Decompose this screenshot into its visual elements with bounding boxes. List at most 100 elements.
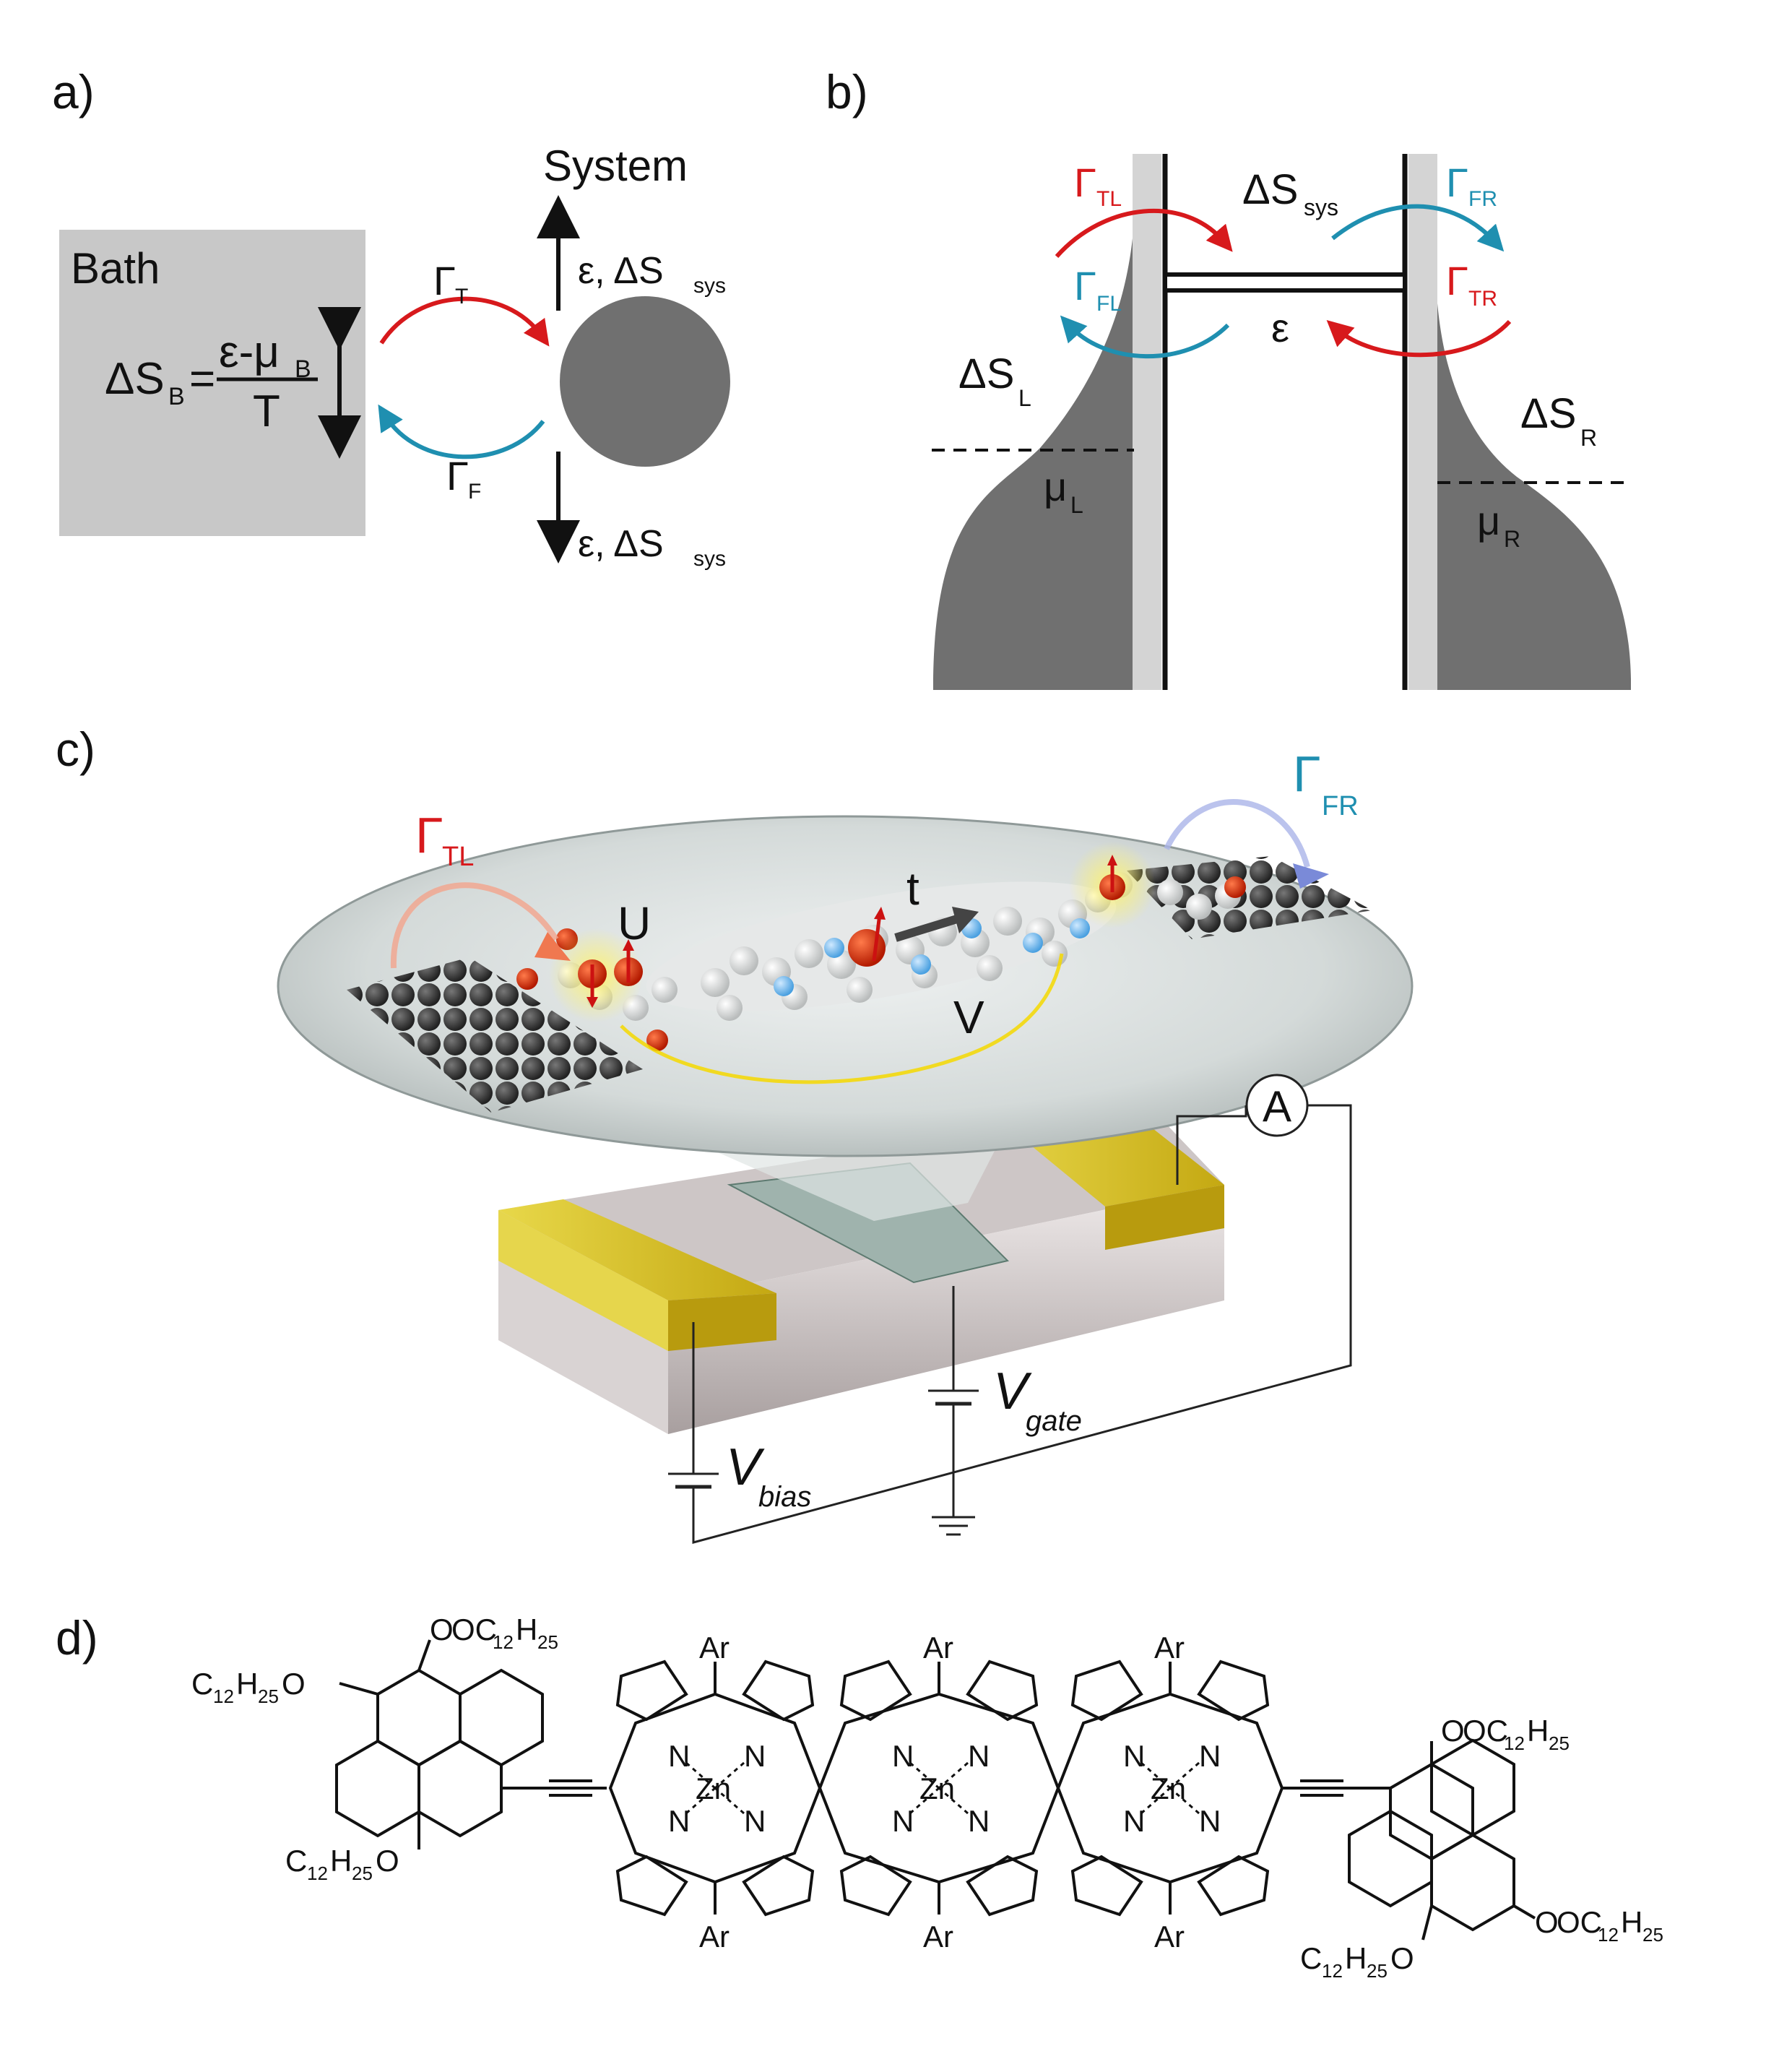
energy-down-sub: sys bbox=[693, 547, 726, 571]
energy-up-label: ε, ΔS bbox=[578, 250, 664, 292]
panel-c-label: c) bbox=[56, 722, 95, 776]
sub-oc-top-left-25: 25 bbox=[537, 1631, 558, 1653]
b-gamma-fr: Γ bbox=[1446, 160, 1468, 205]
zn-3: Zn bbox=[1151, 1771, 1186, 1805]
n-3c: N bbox=[1123, 1804, 1145, 1838]
b-ds-l-sub: L bbox=[1018, 385, 1031, 411]
gamma-f: Γ bbox=[446, 453, 469, 498]
svg-text:H: H bbox=[1621, 1905, 1642, 1939]
c-v-label: V bbox=[953, 991, 984, 1043]
b-gamma-fl: Γ bbox=[1074, 263, 1096, 308]
electron-right bbox=[1099, 855, 1125, 900]
gold-pad-right-front bbox=[1105, 1185, 1224, 1250]
svg-text:OC: OC bbox=[1557, 1905, 1602, 1939]
c-gamma-tl-arrow bbox=[390, 882, 559, 969]
pyrene-right-ring-2 bbox=[1430, 1738, 1515, 1837]
entropy-denominator: T bbox=[253, 387, 280, 436]
n-2a: N bbox=[892, 1739, 914, 1773]
v-bias-sub: bias bbox=[758, 1481, 811, 1513]
b-gamma-tr: Γ bbox=[1446, 258, 1468, 303]
ar-bottom-2: Ar bbox=[923, 1920, 953, 1954]
svg-text:12: 12 bbox=[213, 1685, 234, 1707]
n-1c: N bbox=[668, 1804, 690, 1838]
sub-oc-top-left: O OC 12 H 25 bbox=[430, 1613, 558, 1653]
entropy-lhs: ΔS bbox=[105, 354, 165, 404]
b-gamma-fl-sub: FL bbox=[1096, 292, 1122, 316]
ar-top-1: Ar bbox=[699, 1631, 730, 1665]
system-dot bbox=[560, 296, 730, 467]
v-gate-sub: gate bbox=[1026, 1405, 1082, 1437]
svg-text:OC: OC bbox=[1463, 1714, 1508, 1748]
svg-text:H: H bbox=[330, 1844, 352, 1878]
circuit bbox=[668, 1104, 1352, 1544]
n-1a: N bbox=[668, 1739, 690, 1773]
bath-box bbox=[59, 230, 365, 536]
wire-loop bbox=[692, 1104, 1352, 1544]
energy-up-sub: sys bbox=[693, 274, 726, 298]
ar-top-3: Ar bbox=[1154, 1631, 1185, 1665]
pyrene-left-ring-1 bbox=[376, 1668, 462, 1767]
panel-a: a) Bath ΔS B = ε-μ B T Γ T Γ F System ε,… bbox=[52, 65, 730, 571]
sub-oc-right-top: O OC 12 H 25 bbox=[1441, 1714, 1570, 1754]
svg-text:25: 25 bbox=[1642, 1924, 1663, 1946]
c-gamma-tl: Γ bbox=[415, 807, 443, 863]
c-gamma-tl-head bbox=[534, 932, 571, 961]
sub-oc-top-left-h: H bbox=[516, 1613, 537, 1646]
gold-pad-left bbox=[498, 1199, 776, 1300]
v-gate-label: V bbox=[993, 1363, 1032, 1420]
svg-text:O: O bbox=[1535, 1905, 1559, 1939]
panel-b-label: b) bbox=[826, 65, 868, 118]
c-u-label: U bbox=[618, 897, 651, 949]
energy-down-label: ε, ΔS bbox=[578, 523, 664, 565]
c-gamma-fr-head bbox=[1293, 863, 1329, 889]
svg-text:C: C bbox=[1300, 1941, 1322, 1975]
b-ds-r: ΔS bbox=[1520, 390, 1576, 437]
graphene-right-atoms bbox=[1127, 856, 1372, 939]
svg-text:C: C bbox=[191, 1667, 213, 1701]
sub-c12h25o-left: C 12 H 25 O bbox=[191, 1667, 306, 1707]
panel-d-label: d) bbox=[56, 1611, 98, 1665]
molecule-skeleton bbox=[335, 1639, 1536, 1941]
n-2b: N bbox=[968, 1739, 990, 1773]
b-mu-r-sub: R bbox=[1504, 526, 1520, 552]
b-ds-sys-sub: sys bbox=[1304, 194, 1338, 220]
right-barrier bbox=[1408, 154, 1437, 690]
molecule-labels: Ar Ar Ar Ar Ar Ar Zn Zn Zn N N N N N N N… bbox=[191, 1613, 1663, 1982]
gamma-f-sub: F bbox=[468, 480, 481, 504]
gamma-t-sub: T bbox=[455, 285, 468, 308]
b-mu-l: μ bbox=[1044, 464, 1067, 509]
ar-bottom-3: Ar bbox=[1154, 1920, 1185, 1954]
n-1d: N bbox=[744, 1804, 766, 1838]
coulomb-interaction-arc bbox=[620, 953, 1064, 1084]
n-2c: N bbox=[892, 1804, 914, 1838]
b-gamma-fr-sub: FR bbox=[1468, 187, 1497, 211]
b-ds-r-sub: R bbox=[1580, 425, 1597, 451]
n-3b: N bbox=[1199, 1739, 1221, 1773]
left-lead bbox=[933, 238, 1133, 690]
entropy-equals: = bbox=[189, 354, 215, 404]
gamma-t: Γ bbox=[433, 258, 456, 303]
chip-front-face bbox=[668, 1185, 1224, 1434]
gamma-fr-arrow bbox=[1331, 204, 1505, 252]
gamma-tr-arrow bbox=[1326, 319, 1512, 358]
gamma-fl-arrow bbox=[1060, 315, 1230, 359]
b-mu-r: μ bbox=[1477, 498, 1500, 543]
c-gamma-fr: Γ bbox=[1293, 746, 1321, 802]
panel-a-label: a) bbox=[52, 65, 95, 118]
pyrene-left-ring-4 bbox=[335, 1739, 420, 1838]
n-1b: N bbox=[744, 1739, 766, 1773]
n-3d: N bbox=[1199, 1804, 1221, 1838]
ammeter bbox=[1245, 1074, 1309, 1137]
tunnel-to-arrow bbox=[379, 296, 550, 347]
panel-c: c) bbox=[56, 722, 1414, 1544]
svg-text:O: O bbox=[430, 1613, 454, 1646]
graphene-left-atoms bbox=[347, 957, 643, 1113]
tunnel-from-arrow bbox=[378, 404, 545, 459]
svg-text:H: H bbox=[1345, 1941, 1367, 1975]
c-gamma-tl-sub: TL bbox=[442, 842, 474, 872]
bath-label: Bath bbox=[71, 244, 160, 293]
n-3a: N bbox=[1123, 1739, 1145, 1773]
b-epsilon: ε bbox=[1271, 305, 1289, 350]
energy-level bbox=[1163, 272, 1407, 293]
